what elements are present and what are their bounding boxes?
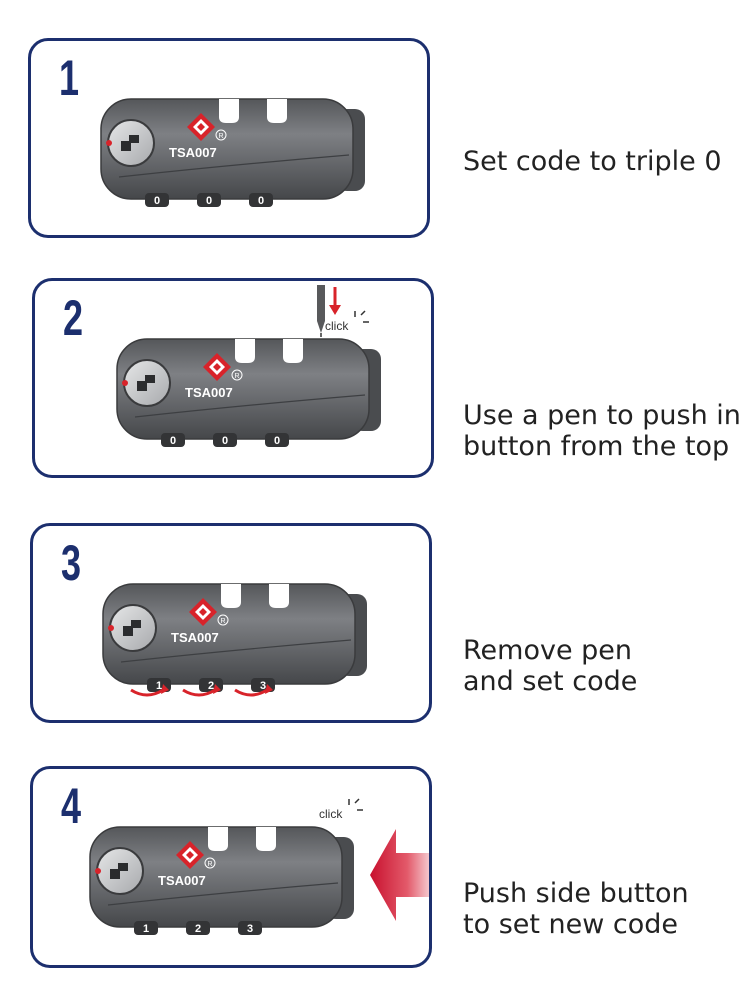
step-caption: Set code to triple 0 (463, 146, 722, 177)
dial-digit: 1 (156, 680, 162, 692)
click-label: click (319, 807, 343, 821)
code-dial: 0 (265, 433, 289, 447)
code-dial: 3 (238, 921, 262, 935)
click-burst-icon (348, 798, 363, 811)
step-caption: Remove pen and set code (463, 635, 638, 697)
lock-svg: R TSA007 0 0 0 (100, 98, 365, 207)
rotate-arrow-icon (182, 684, 221, 697)
indicator-dot (122, 380, 128, 386)
step-panel: 2 R TSA007 (32, 278, 434, 478)
dial-digit: 0 (154, 195, 160, 207)
code-dial: 0 (249, 193, 273, 207)
lock-illustration: R TSA007 0 0 0 (99, 93, 399, 218)
code-dial: 0 (213, 433, 237, 447)
indicator-dot (106, 140, 112, 146)
tsa-logo-icon (176, 841, 204, 869)
registered-mark: R (218, 133, 223, 140)
code-dial: 0 (145, 193, 169, 207)
dial-digit: 2 (208, 680, 214, 692)
push-arrow-icon (370, 829, 429, 921)
step-number: 1 (59, 50, 80, 106)
dial-digit: 0 (206, 195, 212, 207)
click-burst-icon (354, 310, 369, 323)
lock-illustration: R TSA007 0 0 0 (115, 333, 415, 458)
lock-brand-text: TSA007 (158, 873, 206, 888)
code-dial: 2 (186, 921, 210, 935)
lock-svg: R TSA007 1 2 3 (102, 583, 367, 697)
step-panel: 4 R TSA007 (30, 766, 432, 968)
dial-digit: 0 (222, 435, 228, 447)
indicator-dot (95, 868, 101, 874)
indicator-dot (108, 625, 114, 631)
pen-icon (317, 285, 341, 337)
click-label: click (325, 319, 349, 333)
dial-digit: 0 (170, 435, 176, 447)
lock-svg: R TSA007 1 2 3 (89, 826, 354, 935)
dial-digit: 2 (195, 923, 201, 935)
lock-illustration: R TSA007 1 2 3 (101, 578, 401, 703)
tsa-logo-icon (203, 353, 231, 381)
lock-brand-text: TSA007 (185, 385, 233, 400)
code-dial: 0 (161, 433, 185, 447)
tsa-logo-icon (189, 598, 217, 626)
dial-digit: 3 (260, 680, 266, 692)
code-dial: 1 (134, 921, 158, 935)
lock-illustration: R TSA007 1 2 3 (88, 821, 388, 946)
dial-digit: 0 (274, 435, 280, 447)
lock-brand-text: TSA007 (169, 145, 217, 160)
step-number: 3 (61, 535, 82, 591)
dial-digit: 1 (143, 923, 149, 935)
dial-digit: 0 (258, 195, 264, 207)
registered-mark: R (220, 618, 225, 625)
rotate-arrow-icon (130, 684, 169, 697)
tsa-logo-icon (187, 113, 215, 141)
step-number: 4 (61, 778, 82, 834)
step-number: 2 (63, 290, 84, 346)
lock-brand-text: TSA007 (171, 630, 219, 645)
step-panel: 3 R TSA007 (30, 523, 432, 723)
step-panel: 1 R TSA007 (28, 38, 430, 238)
registered-mark: R (207, 861, 212, 868)
step-caption: Push side button to set new code (463, 878, 689, 940)
rotate-arrow-icon (234, 684, 273, 697)
dial-digit: 3 (247, 923, 253, 935)
registered-mark: R (234, 373, 239, 380)
lock-svg: R TSA007 0 0 0 (116, 338, 381, 447)
step-caption: Use a pen to push in button from the top (463, 400, 741, 462)
code-dial: 0 (197, 193, 221, 207)
